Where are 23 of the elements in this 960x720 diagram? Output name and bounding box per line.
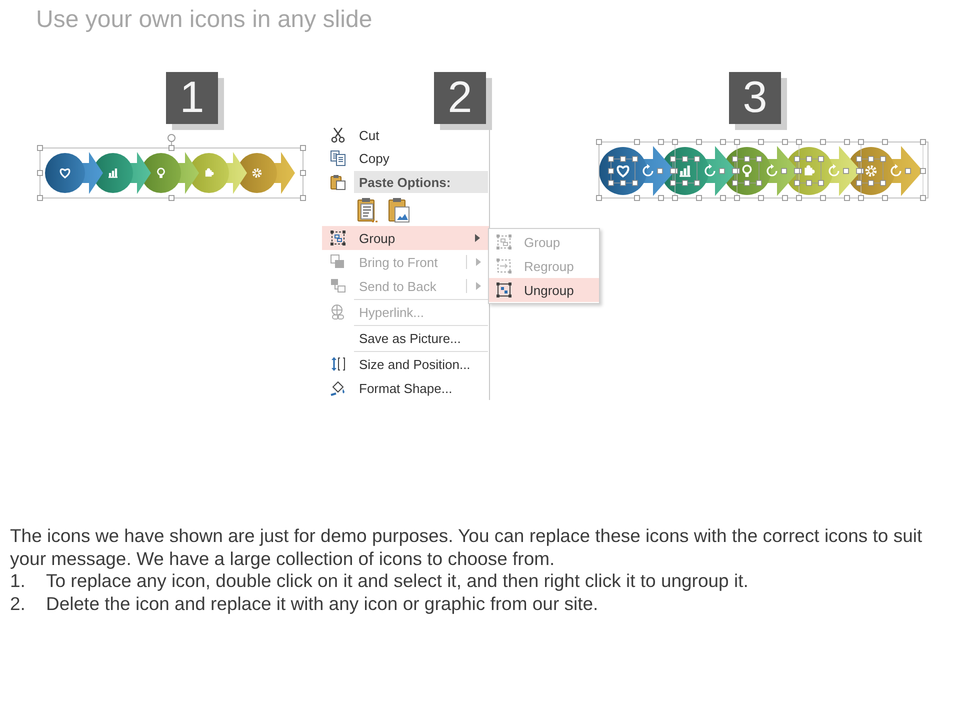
body-text: The icons we have shown are just for demo purposes. You can replace these icons with the correct icons to suit your message. We have a large collection of icons to choose from. — [10, 525, 924, 570]
submenu — [488, 228, 600, 304]
step-number-tile: 3 — [729, 72, 781, 124]
menu-item: Size and Position... — [322, 352, 489, 376]
list-item-text: Delete the icon and replace it with any icon or graphic from our site. — [46, 592, 598, 615]
list-number: 2. — [10, 592, 26, 615]
menu-item: Hyperlink... — [322, 300, 489, 324]
menu-item: Cut — [322, 124, 489, 146]
menu-item: Save as Picture... — [358, 330, 462, 348]
menu-item: Copy — [322, 146, 489, 170]
menu-item: Bring to Front — [322, 250, 489, 274]
list-item-text: To replace any icon, double click on it and select it, and then right click it to ungroup it. — [46, 570, 748, 592]
menu-item: Format Shape... — [322, 376, 489, 400]
menu-item: Regroup — [489, 254, 599, 278]
slide-title: Use your own icons in any slide — [36, 5, 372, 35]
menu-item: Group — [489, 230, 599, 254]
step-number-tile: 1 — [166, 72, 218, 124]
menu-item: Send to Back — [322, 274, 489, 298]
menu-item: Ungroup — [489, 278, 599, 302]
list-number: 1. — [10, 570, 26, 592]
step-number-tile: 2 — [434, 72, 486, 124]
menu-section-header: Paste Options: — [354, 171, 488, 193]
menu-item: Group — [322, 226, 489, 250]
